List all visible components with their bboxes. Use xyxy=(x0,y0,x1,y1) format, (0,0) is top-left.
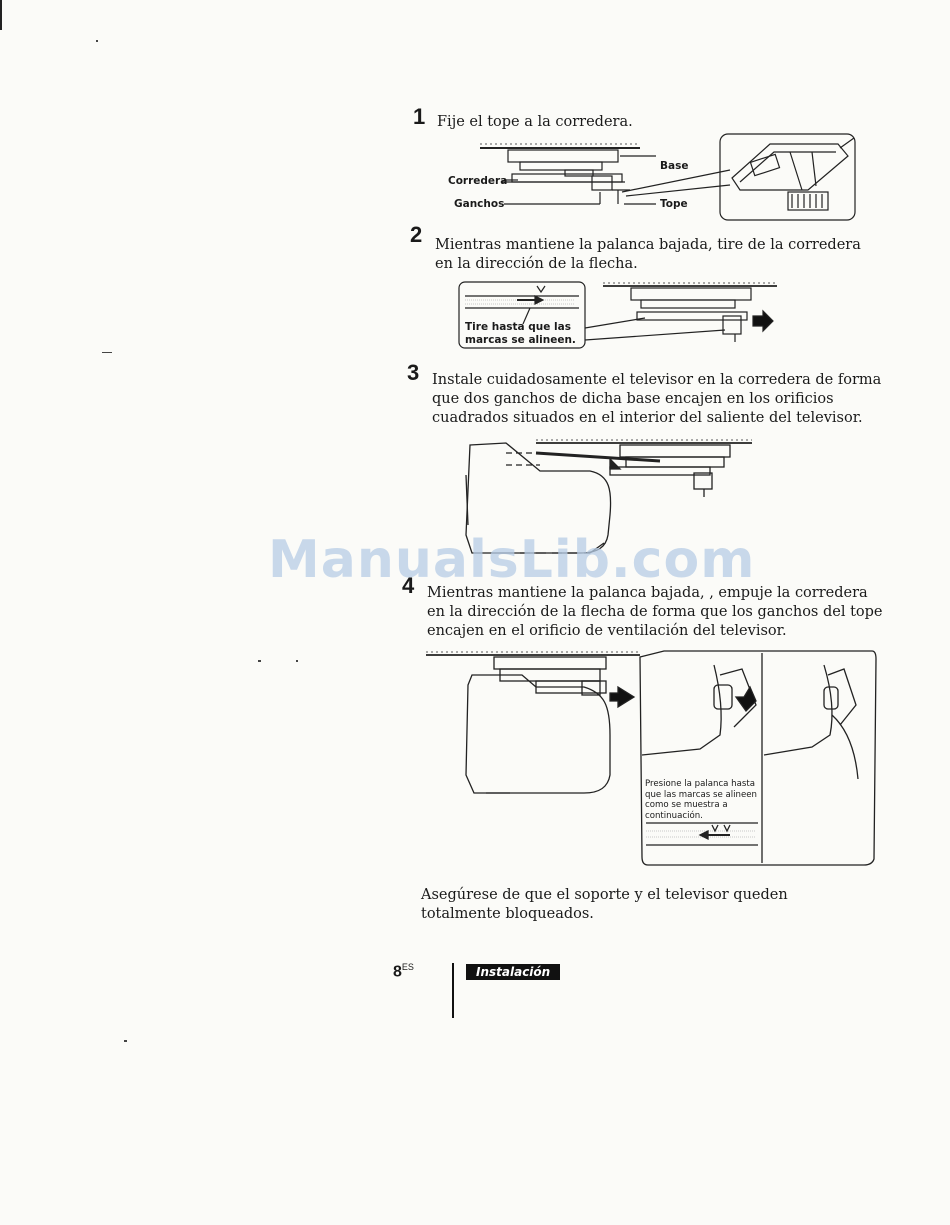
scan-edge xyxy=(0,0,2,30)
label-base: Base xyxy=(660,160,689,172)
callout-press-lever: Presione la palanca hasta que las marcas… xyxy=(645,779,757,821)
step-1-text: Fije el tope a la corredera. xyxy=(437,114,633,130)
section-tag: Instalación xyxy=(466,964,561,980)
scan-speck xyxy=(296,660,298,662)
footer-divider xyxy=(452,963,454,1018)
figure-1-mount-diagram xyxy=(480,133,856,221)
closing-note: Asegúrese de que el soporte y el televis… xyxy=(421,887,788,922)
scan-speck xyxy=(102,352,112,353)
page-number-suffix: ES xyxy=(401,962,414,972)
label-tope: Tope xyxy=(660,198,688,210)
scan-speck xyxy=(124,1040,127,1042)
watermark: ManualsLib.com xyxy=(268,530,756,590)
page-number: 8ES xyxy=(393,962,414,981)
figure-3-tv-install-diagram xyxy=(465,439,752,554)
figure-2-pull-diagram xyxy=(458,281,777,349)
step-4-number: 4 xyxy=(402,573,415,598)
step-1-number: 1 xyxy=(413,104,426,129)
label-corredera: Corredera xyxy=(448,175,508,187)
step-2-number: 2 xyxy=(410,222,423,247)
step-3-number: 3 xyxy=(407,360,420,385)
callout-pull: Tire hasta que las marcas se alineen. xyxy=(465,321,576,346)
label-ganchos: Ganchos xyxy=(454,198,505,210)
scan-speck xyxy=(96,40,98,42)
step-2-text: Mientras mantiene la palanca bajada, tir… xyxy=(435,237,861,272)
page-number-digit: 8 xyxy=(393,963,402,981)
step-3-text: Instale cuidadosamente el televisor en l… xyxy=(432,372,882,426)
scan-speck xyxy=(258,660,261,662)
step-4-text: Mientras mantiene la palanca bajada, , e… xyxy=(427,585,883,639)
figure-4-lock-diagram xyxy=(426,650,877,866)
